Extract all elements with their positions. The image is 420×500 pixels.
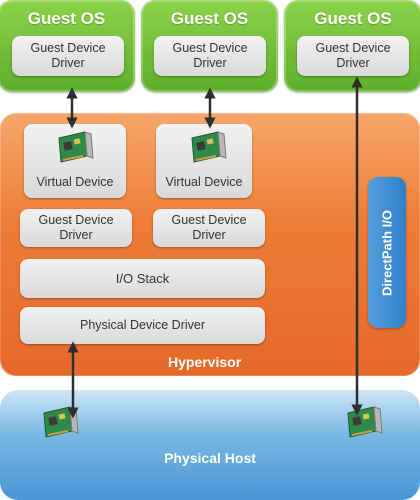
- guest-os-title: Guest OS: [27, 9, 106, 28]
- virtual-device-2: Virtual Device: [156, 124, 252, 198]
- hypervisor-guest-driver-1: Guest Device Driver: [20, 209, 132, 247]
- guest-os-2: Guest OS Guest Device Driver: [141, 0, 278, 92]
- guest-os-driver: Guest Device Driver: [297, 36, 409, 76]
- guest-os-driver: Guest Device Driver: [12, 36, 124, 76]
- hypervisor-guest-driver-2: Guest Device Driver: [153, 209, 265, 247]
- io-stack: I/O Stack: [20, 259, 265, 298]
- hypervisor-label: Hypervisor: [168, 354, 242, 370]
- guest-os-driver: Guest Device Driver: [154, 36, 266, 76]
- directpath-io: DirectPath I/O: [368, 177, 406, 328]
- virtual-device-label: Virtual Device: [36, 175, 114, 189]
- virtual-device-label: Virtual Device: [165, 175, 243, 189]
- guest-os-3: Guest OS Guest Device Driver: [284, 0, 420, 92]
- network-card-icon: [58, 131, 94, 163]
- network-card-icon: [191, 131, 227, 163]
- guest-os-1: Guest OS Guest Device Driver: [0, 0, 135, 92]
- guest-os-title: Guest OS: [314, 9, 392, 28]
- virtual-device-1: Virtual Device: [24, 124, 126, 198]
- network-card-icon: [347, 406, 383, 438]
- physical-host-label: Physical Host: [164, 450, 256, 466]
- physical-device-driver: Physical Device Driver: [20, 307, 265, 344]
- guest-os-title: Guest OS: [170, 9, 249, 28]
- network-card-icon: [43, 406, 79, 438]
- directpath-label: DirectPath I/O: [379, 209, 395, 296]
